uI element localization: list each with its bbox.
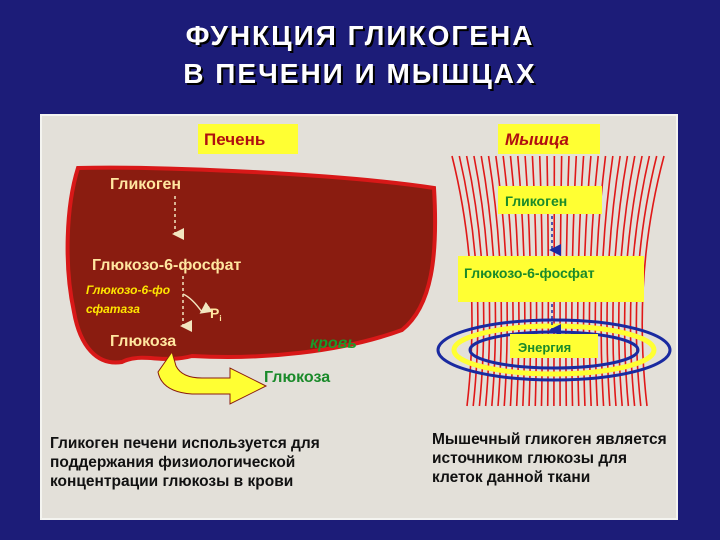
title-line-2: В ПЕЧЕНИ И МЫШЦАХ [183, 58, 537, 89]
diagram-panel: Печень Гликоген Глюкозо-6-фосфат Глюкозо… [40, 114, 678, 520]
liver-pi: Pi [210, 305, 222, 323]
glucose-out-label: Глюкоза [264, 369, 330, 386]
diagram-svg: Печень Гликоген Глюкозо-6-фосфат Глюкозо… [65, 124, 672, 407]
blood-label: кровь [310, 335, 357, 352]
liver-label-box [198, 124, 298, 154]
muscle-label: Мышца [505, 130, 569, 149]
muscle-label-box [498, 124, 600, 154]
liver-enzyme-line1: Глюкозо-6-фо [86, 283, 170, 297]
muscle-energy: Энергия [518, 340, 571, 355]
liver-enzyme-line2: сфатаза [86, 302, 140, 316]
muscle-glycogen: Гликоген [505, 193, 567, 209]
energy-ring-outer [436, 318, 672, 382]
liver-note: Гликоген печени используется для поддерж… [50, 435, 320, 490]
muscle-g6p-box [458, 256, 644, 302]
muscle-glycogen-box [498, 186, 602, 214]
glucose-exit-arrow [157, 350, 268, 405]
liver-glycogen: Гликоген [110, 176, 181, 193]
liver-pi-arrow [182, 293, 213, 314]
muscle-energy-box [510, 334, 598, 358]
liver-shape [65, 165, 438, 365]
liver-label: Печень [204, 130, 265, 149]
muscle-g6p: Глюкозо-6-фосфат [464, 265, 595, 281]
liver-glucose: Глюкоза [110, 333, 176, 350]
title-line-1: ФУНКЦИЯ ГЛИКОГЕНА [185, 20, 535, 51]
liver-g6p: Глюкозо-6-фосфат [92, 257, 241, 274]
muscle-note: Мышечный гликоген является источником гл… [432, 431, 667, 486]
